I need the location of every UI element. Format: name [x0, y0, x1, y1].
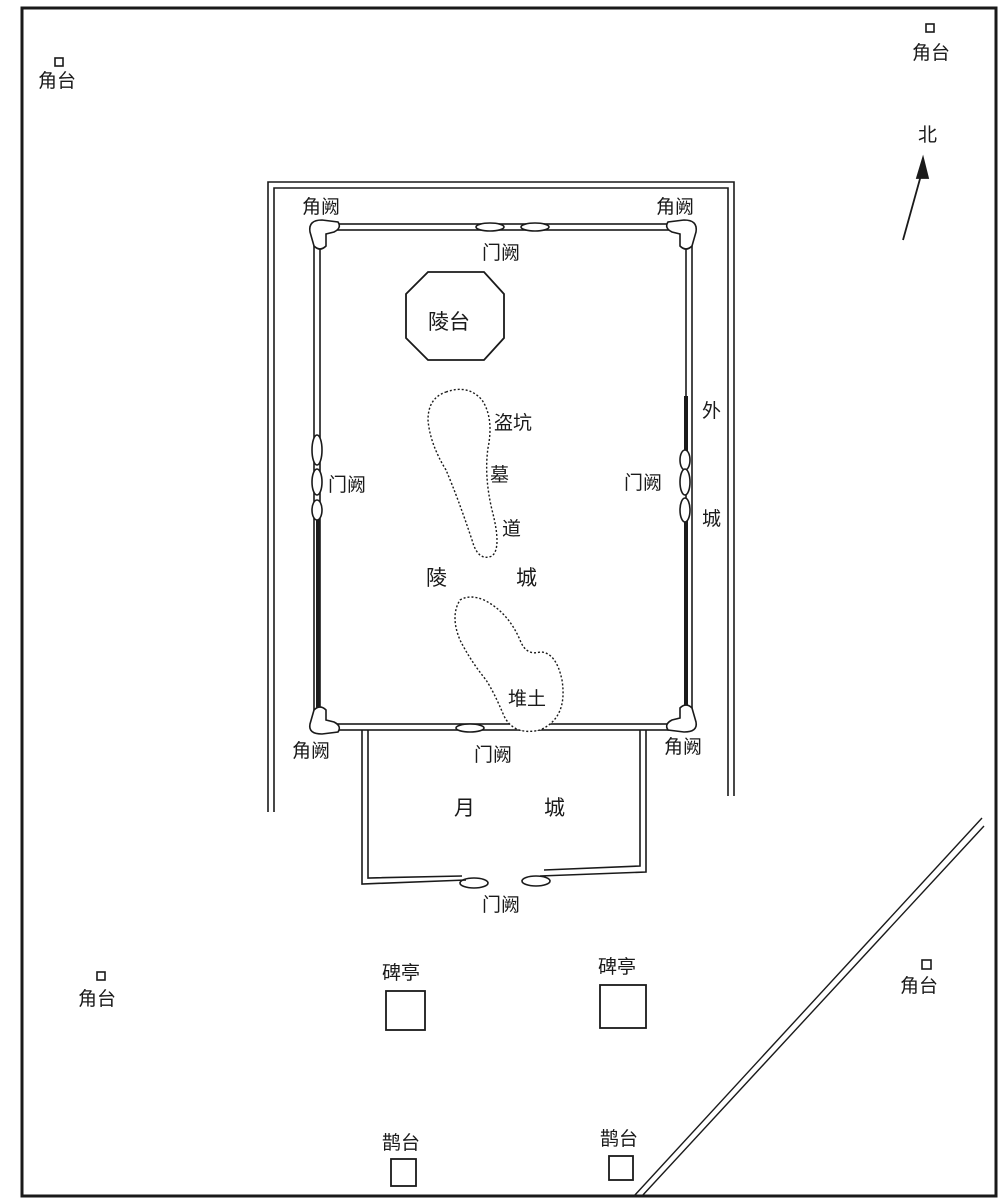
corner-que-label-sw: 角阙	[292, 740, 331, 762]
outer-city-label-2: 城	[702, 508, 722, 530]
corner-tower-label-ne: 角台	[912, 42, 951, 64]
tomb-platform-octagon	[405, 271, 505, 361]
stele-pavilion-marks	[385, 984, 647, 1031]
corner-tower-marks	[54, 23, 935, 981]
corner-tower-label-se: 角台	[900, 975, 939, 997]
north-label: 北	[918, 124, 938, 146]
stele-pavilion-label-west: 碑亭	[382, 962, 421, 984]
que-platform-label-east: 鹊台	[600, 1128, 639, 1150]
tomb-passage-label-2: 道	[502, 518, 522, 540]
tomb-passage-label-1: 墓	[490, 464, 510, 486]
looting-pit-label: 盗坑	[494, 412, 533, 434]
que-platform-label-west: 鹊台	[382, 1132, 421, 1154]
earth-mound-label: 堆土	[508, 688, 547, 710]
moon-city-label-2: 城	[544, 796, 565, 820]
outer-wall	[267, 181, 735, 812]
gate-que-label-west: 门阙	[328, 474, 367, 496]
corner-que-label-ne: 角阙	[656, 196, 695, 218]
corner-que-marks	[308, 219, 698, 735]
moon-city-wall	[361, 730, 647, 885]
gate-que-label-south: 门阙	[474, 744, 513, 766]
stele-pavilion-label-east: 碑亭	[598, 956, 637, 978]
inner-city-label-2: 城	[516, 566, 537, 590]
north-arrow	[902, 154, 930, 241]
moon-city-label-1: 月	[454, 796, 475, 820]
gate-que-label-moon-city: 门阙	[482, 894, 521, 916]
tomb-platform-label: 陵台	[428, 310, 470, 334]
gate-que-label-north: 门阙	[482, 242, 521, 264]
gate-que-marks	[311, 222, 691, 889]
corner-tower-label-sw: 角台	[78, 988, 117, 1010]
wall-heavy-segments	[316, 396, 688, 724]
corner-tower-label-nw: 角台	[38, 70, 77, 92]
que-platform-marks	[390, 1155, 634, 1187]
earth-mound-outline	[454, 596, 564, 733]
corner-que-label-se: 角阙	[664, 736, 703, 758]
diagonal-road	[633, 817, 985, 1197]
map-border	[20, 6, 998, 1198]
corner-que-label-nw: 角阙	[302, 196, 341, 218]
gate-que-label-east: 门阙	[624, 472, 663, 494]
inner-city-label-1: 陵	[426, 566, 447, 590]
tomb-passage-outline	[427, 388, 498, 558]
outer-city-label-1: 外	[702, 400, 722, 422]
